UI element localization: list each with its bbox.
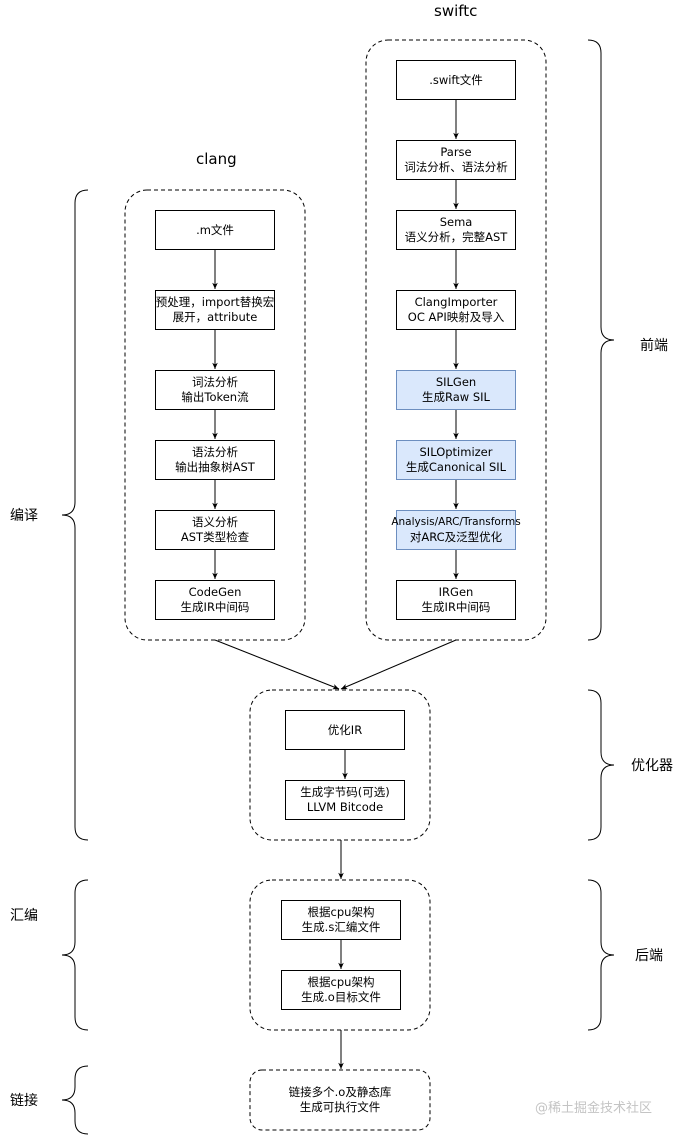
compile-label: 编译 (10, 508, 38, 524)
node-line2: 生成IR中间码 (421, 600, 491, 614)
node-line1: .swift文件 (429, 72, 483, 87)
swift-node-swift-file: .swift文件 (396, 60, 516, 100)
link-label: 链接 (10, 1093, 38, 1109)
node-line1: 生成字节码(可选) (300, 785, 390, 799)
clang-node-m-file: .m文件 (155, 210, 275, 250)
link-node: 链接多个.o及静态库 生成可执行文件 (251, 1071, 429, 1129)
node-line2: 展开，attribute (172, 310, 258, 324)
node-line2: 生成可执行文件 (299, 1100, 381, 1114)
clang-title: clang (196, 150, 237, 168)
backend-node-asm: 根据cpu架构 生成.s汇编文件 (281, 900, 401, 940)
node-line2: 生成IR中间码 (180, 600, 250, 614)
clang-node-lexer: 词法分析 输出Token流 (155, 370, 275, 410)
node-line2: 输出抽象树AST (175, 460, 255, 474)
clang-node-sema: 语义分析 AST类型检查 (155, 510, 275, 550)
node-line2: 输出Token流 (181, 390, 249, 404)
optimizer-brace (587, 689, 615, 841)
optimizer-node-ir: 优化IR (285, 710, 405, 750)
frontend-brace (587, 39, 615, 641)
node-line1: 链接多个.o及静态库 (288, 1085, 392, 1099)
swift-node-silgen: SILGen 生成Raw SIL (396, 370, 516, 410)
node-line2: 生成.s汇编文件 (301, 920, 381, 934)
swift-to-optimizer-arrow (340, 639, 457, 690)
node-line1: 语义分析 (192, 515, 238, 529)
backend-label: 后端 (635, 948, 663, 964)
assemble-brace (61, 879, 89, 1031)
node-line2: LLVM Bitcode (306, 800, 384, 814)
node-line1: 根据cpu架构 (307, 975, 375, 989)
node-line1: SILGen (435, 375, 477, 389)
node-line1: Parse (440, 145, 472, 159)
node-line2: 词法分析、语法分析 (404, 160, 508, 174)
node-line1: ClangImporter (414, 295, 498, 309)
node-line1: 根据cpu架构 (307, 905, 375, 919)
backend-brace (587, 879, 615, 1031)
node-line1: 优化IR (327, 722, 363, 737)
node-line1: 词法分析 (192, 375, 238, 389)
clang-group (124, 189, 306, 641)
clang-node-parser: 语法分析 输出抽象树AST (155, 440, 275, 480)
optimizer-node-bitcode: 生成字节码(可选) LLVM Bitcode (285, 780, 405, 820)
backend-group (249, 879, 431, 1031)
frontend-label: 前端 (640, 338, 668, 354)
node-line1: .m文件 (196, 222, 234, 237)
node-line1: IRGen (438, 585, 474, 599)
node-line1: CodeGen (188, 585, 242, 599)
swift-node-analysis: Analysis/ARC/Transforms 对ARC及泛型优化 (391, 510, 521, 550)
optimizer-group (249, 689, 431, 841)
clang-node-codegen: CodeGen 生成IR中间码 (155, 580, 275, 620)
node-line2: 语义分析，完整AST (404, 230, 508, 244)
swift-node-clangimporter: ClangImporter OC API映射及导入 (396, 290, 516, 330)
node-line2: 对ARC及泛型优化 (409, 530, 503, 544)
node-line2: 生成.o目标文件 (301, 990, 381, 1004)
node-line1: SILOptimizer (419, 445, 493, 459)
swiftc-title: swiftc (434, 2, 478, 20)
watermark-text: @稀土掘金技术社区 (535, 1101, 653, 1116)
node-line1: Analysis/ARC/Transforms (391, 516, 521, 528)
node-line2: 生成Raw SIL (422, 390, 490, 404)
backend-node-object: 根据cpu架构 生成.o目标文件 (281, 970, 401, 1010)
link-group (249, 1069, 431, 1131)
link-brace (61, 1065, 89, 1135)
compile-brace (61, 189, 89, 841)
swift-node-siloptimizer: SILOptimizer 生成Canonical SIL (396, 440, 516, 480)
swift-node-sema: Sema 语义分析，完整AST (396, 210, 516, 250)
swift-node-irgen: IRGen 生成IR中间码 (396, 580, 516, 620)
node-line2: 生成Canonical SIL (405, 460, 507, 474)
node-line1: Sema (439, 215, 473, 229)
clang-node-preprocess: 预处理，import替换宏 展开，attribute (155, 290, 275, 330)
node-line1: 预处理，import替换宏 (155, 295, 275, 309)
optimizer-label: 优化器 (631, 758, 673, 774)
assemble-label: 汇编 (10, 908, 38, 924)
node-line1: 语法分析 (192, 445, 238, 459)
node-line2: AST类型检查 (180, 530, 250, 544)
swift-node-parse: Parse 词法分析、语法分析 (396, 140, 516, 180)
node-line2: OC API映射及导入 (407, 310, 505, 324)
clang-to-optimizer-arrow (214, 639, 340, 690)
